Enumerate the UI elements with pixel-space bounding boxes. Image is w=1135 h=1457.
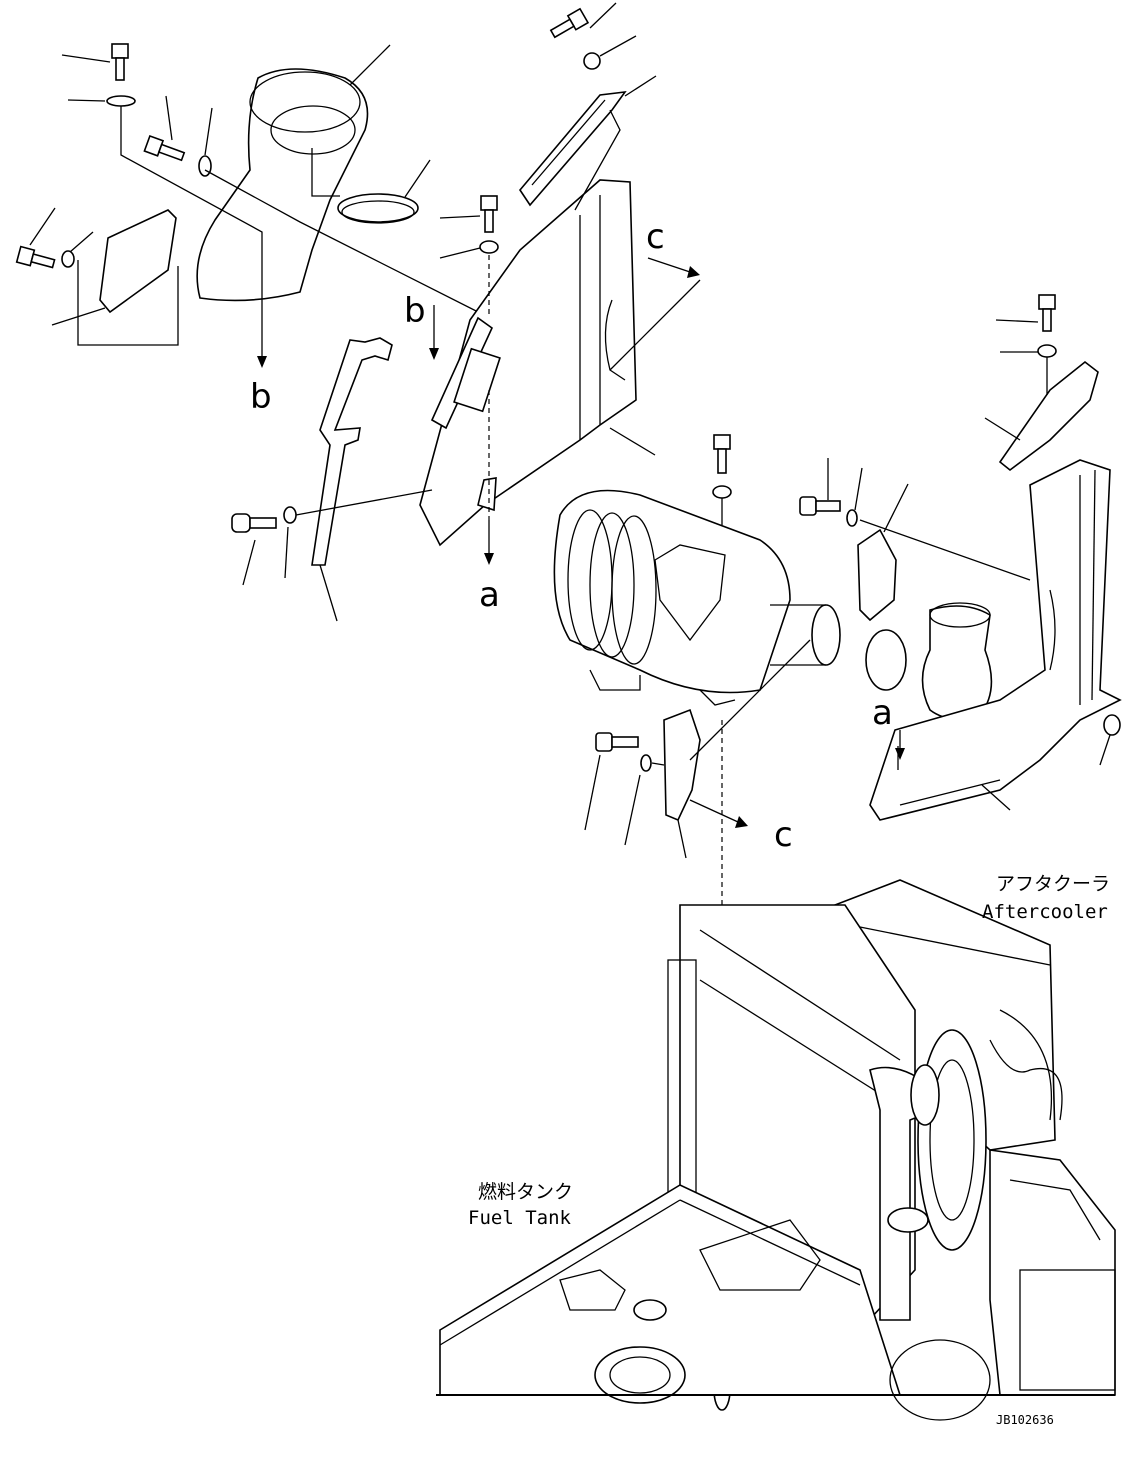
washer-icon — [283, 506, 297, 524]
bolt-icon — [480, 195, 498, 233]
long-stay — [311, 337, 393, 566]
filler-cap — [594, 1346, 686, 1404]
arrow-icon — [895, 748, 905, 760]
arrow-icon — [687, 266, 700, 278]
fuel-tank — [439, 1184, 902, 1396]
bolt-icon — [713, 434, 731, 474]
bolt-icon — [549, 7, 590, 39]
bolt-icon — [799, 496, 841, 516]
upper-bracket — [857, 528, 897, 622]
hose-clamp — [337, 193, 419, 223]
air-cleaner-body — [553, 489, 791, 694]
air-cleaner-group — [553, 434, 841, 1411]
washer-icon — [640, 754, 652, 772]
bolt-icon — [15, 245, 56, 269]
drawing-code: JB102636 — [996, 1413, 1054, 1427]
aftercooler-label-jp: アフタクーラ — [996, 873, 1110, 895]
washer-icon — [712, 485, 732, 499]
aftercooler-label-en: Aftercooler — [982, 901, 1108, 923]
washer-icon — [61, 250, 75, 268]
intake-elbow-group — [15, 43, 491, 368]
arrow-icon — [484, 553, 494, 565]
frame-panel — [419, 179, 637, 547]
bolt-icon — [595, 732, 639, 752]
view-letter-a: a — [872, 693, 893, 733]
stay-bracket-group — [231, 337, 433, 622]
arrow-icon — [257, 356, 267, 368]
bracket-frame-group — [419, 2, 701, 565]
washer-icon — [583, 52, 601, 70]
cover-plate — [99, 209, 177, 314]
lower-bracket — [663, 708, 701, 822]
bolt-icon — [231, 513, 277, 533]
intake-elbow — [196, 68, 369, 302]
view-letter-b: b — [250, 377, 272, 417]
hose-clamp — [865, 629, 907, 691]
fuel-tank-label-en: Fuel Tank — [468, 1207, 572, 1229]
top-bracket — [519, 90, 627, 207]
view-letter-c: c — [646, 217, 665, 257]
bolt-icon — [143, 134, 186, 162]
arrow-icon — [429, 348, 439, 360]
bolt-icon — [111, 43, 129, 81]
view-letter-b: b — [404, 291, 426, 331]
side-rail — [430, 316, 494, 430]
washer-icon — [479, 240, 499, 254]
washer-icon — [1037, 344, 1057, 358]
machine-assembly-group — [436, 879, 1116, 1421]
fuel-tank-label-jp: 燃料タンク — [478, 1181, 573, 1203]
bolt-icon — [1038, 294, 1056, 332]
washer-icon — [846, 509, 858, 527]
washer-icon — [106, 95, 136, 107]
view-letter-c: c — [774, 815, 793, 855]
nut-icon — [1103, 714, 1121, 736]
support-frame — [869, 459, 1122, 821]
upper-stay — [998, 360, 1099, 472]
arrow-icon — [735, 816, 748, 828]
support-frame-group — [799, 294, 1122, 821]
outlet-port — [811, 604, 841, 666]
view-letter-a: a — [479, 575, 500, 615]
